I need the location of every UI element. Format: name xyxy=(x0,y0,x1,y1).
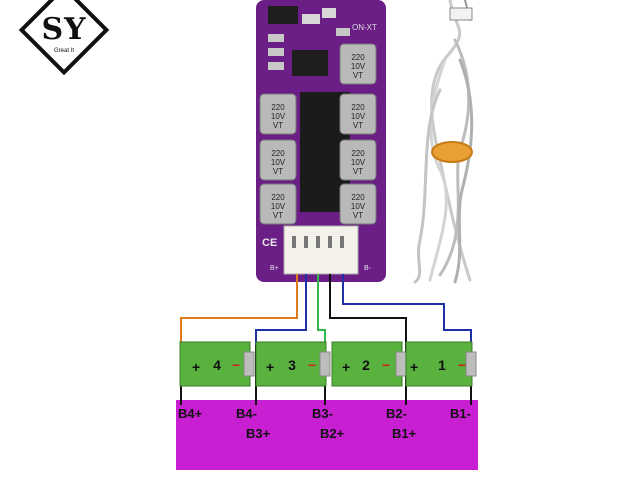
cap-value: 220 xyxy=(351,149,365,158)
battery-cell: + 2 − xyxy=(331,341,407,387)
cell-plus: + xyxy=(342,359,350,375)
cable-tie-band xyxy=(431,141,473,163)
cap-series: VT xyxy=(273,211,283,220)
smd-component xyxy=(302,14,320,24)
ribbon-cable xyxy=(413,0,474,284)
battery-cell: + 4 − xyxy=(179,341,255,387)
cap-value: 220 xyxy=(271,193,285,202)
label-b3-plus: B3+ xyxy=(246,426,271,441)
smd-resistors xyxy=(268,28,350,70)
label-b1-plus: B1+ xyxy=(392,426,417,441)
cell-plus: + xyxy=(192,359,200,375)
pin-label-b-plus: B+ xyxy=(270,265,279,272)
cell-minus: − xyxy=(232,357,240,373)
capacitor: 220 10V VT xyxy=(339,183,377,225)
battery-cell: + 3 − xyxy=(255,341,331,387)
balance-board: ON-XT 220 10V VT 220 10V VT 220 10V VT 2… xyxy=(256,0,386,282)
cap-value: 220 xyxy=(271,103,285,112)
wire-b2-minus xyxy=(329,274,407,345)
cell-number: 4 xyxy=(213,357,221,373)
smd-component xyxy=(322,8,336,18)
label-b2-minus: B2- xyxy=(386,406,407,421)
cap-value: 220 xyxy=(351,53,365,62)
ic-chip-upper xyxy=(292,50,328,76)
wiring xyxy=(180,274,472,345)
wire-b4-plus xyxy=(180,274,298,345)
logo-text: SY xyxy=(41,12,87,47)
cap-series: VT xyxy=(353,71,363,80)
label-b1-minus: B1- xyxy=(450,406,471,421)
ce-mark: CE xyxy=(262,237,277,249)
cable-connector xyxy=(449,7,473,21)
cell-number: 2 xyxy=(362,357,370,373)
cap-voltage: 10V xyxy=(351,62,366,71)
cell-plus: + xyxy=(266,359,274,375)
pin-label-b-minus: B- xyxy=(364,265,372,272)
label-b2-plus: B2+ xyxy=(320,426,345,441)
capacitor: 220 10V VT xyxy=(339,43,377,85)
cap-voltage: 10V xyxy=(351,202,366,211)
cell-minus: − xyxy=(382,357,390,373)
brand-logo: SY Great It xyxy=(8,0,148,76)
ic-chip-top-left xyxy=(268,6,298,24)
label-b4-plus: B4+ xyxy=(178,406,203,421)
cap-series: VT xyxy=(353,167,363,176)
battery-cell: + 1 − xyxy=(405,341,477,387)
cap-value: 220 xyxy=(271,149,285,158)
wire-b3-minus xyxy=(317,274,326,345)
terminal-base xyxy=(176,400,478,470)
pcb-brand-text: ON-XT xyxy=(352,23,377,32)
capacitor: 220 10V VT xyxy=(259,139,297,181)
wire-b4-minus xyxy=(255,274,307,345)
capacitor: 220 10V VT xyxy=(259,183,297,225)
cap-value: 220 xyxy=(351,103,365,112)
cell-plus: + xyxy=(410,359,418,375)
cell-minus: − xyxy=(308,357,316,373)
capacitor: 220 10V VT xyxy=(339,139,377,181)
connector-pins xyxy=(292,236,344,248)
logo-subtext: Great It xyxy=(53,48,74,54)
cell-number: 3 xyxy=(288,357,296,373)
label-b4-minus: B4- xyxy=(236,406,257,421)
capacitor: 220 10V VT xyxy=(339,93,377,135)
cap-series: VT xyxy=(353,121,363,130)
cap-series: VT xyxy=(273,167,283,176)
capacitor: 220 10V VT xyxy=(259,93,297,135)
cap-voltage: 10V xyxy=(271,202,286,211)
cap-voltage: 10V xyxy=(271,158,286,167)
cap-voltage: 10V xyxy=(351,158,366,167)
board-connector xyxy=(283,225,359,275)
cell-minus: − xyxy=(458,357,466,373)
cap-series: VT xyxy=(353,211,363,220)
cap-voltage: 10V xyxy=(351,112,366,121)
cap-voltage: 10V xyxy=(271,112,286,121)
label-b3-minus: B3- xyxy=(312,406,333,421)
cell-number: 1 xyxy=(438,357,446,373)
cap-value: 220 xyxy=(351,193,365,202)
wire-b1-minus xyxy=(342,274,472,345)
cap-series: VT xyxy=(273,121,283,130)
